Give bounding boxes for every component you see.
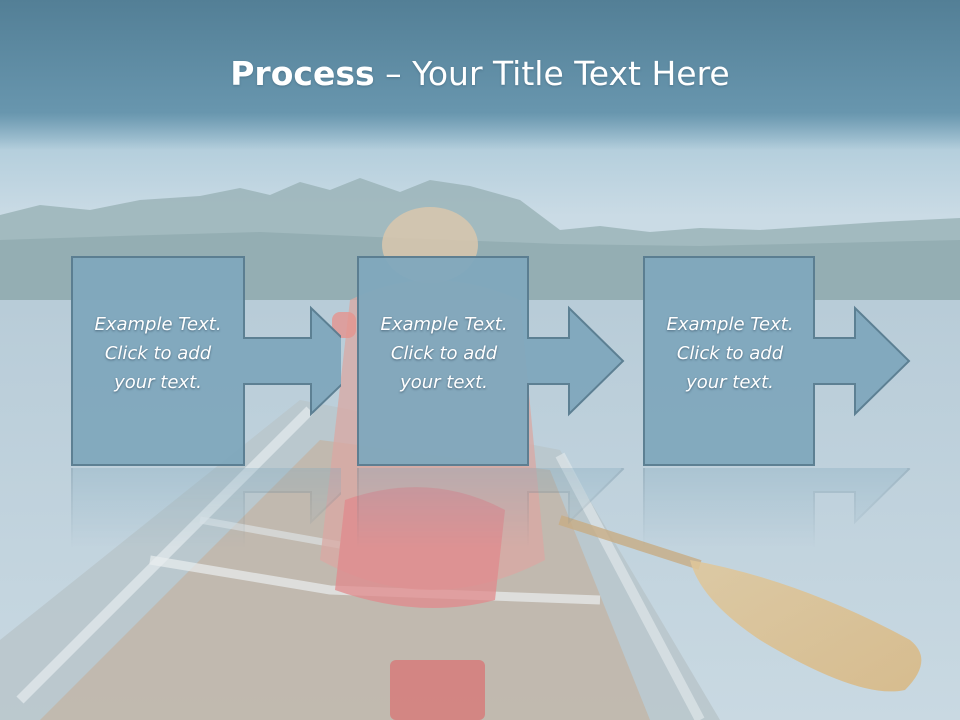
slide-title[interactable]: Process – Your Title Text Here: [0, 52, 960, 96]
arrow-box-shape: [71, 256, 341, 466]
process-step-2[interactable]: Example Text. Click to add your text.: [357, 256, 627, 548]
step-text[interactable]: Example Text. Click to add your text.: [380, 314, 508, 393]
slide-title-rest: – Your Title Text Here: [374, 54, 730, 93]
step-text[interactable]: Example Text. Click to add your text.: [94, 314, 222, 393]
arrow-box-shape: [357, 256, 625, 466]
step-reflection: [71, 468, 341, 548]
slide-title-bold: Process: [230, 54, 375, 93]
process-step-1[interactable]: Example Text. Click to add your text.: [71, 256, 341, 548]
process-step-3[interactable]: Example Text. Click to add your text.: [643, 256, 913, 548]
step-reflection: [357, 468, 627, 548]
arrow-box-shape: [643, 256, 911, 466]
step-text[interactable]: Example Text. Click to add your text.: [666, 314, 794, 393]
step-reflection: [643, 468, 913, 548]
